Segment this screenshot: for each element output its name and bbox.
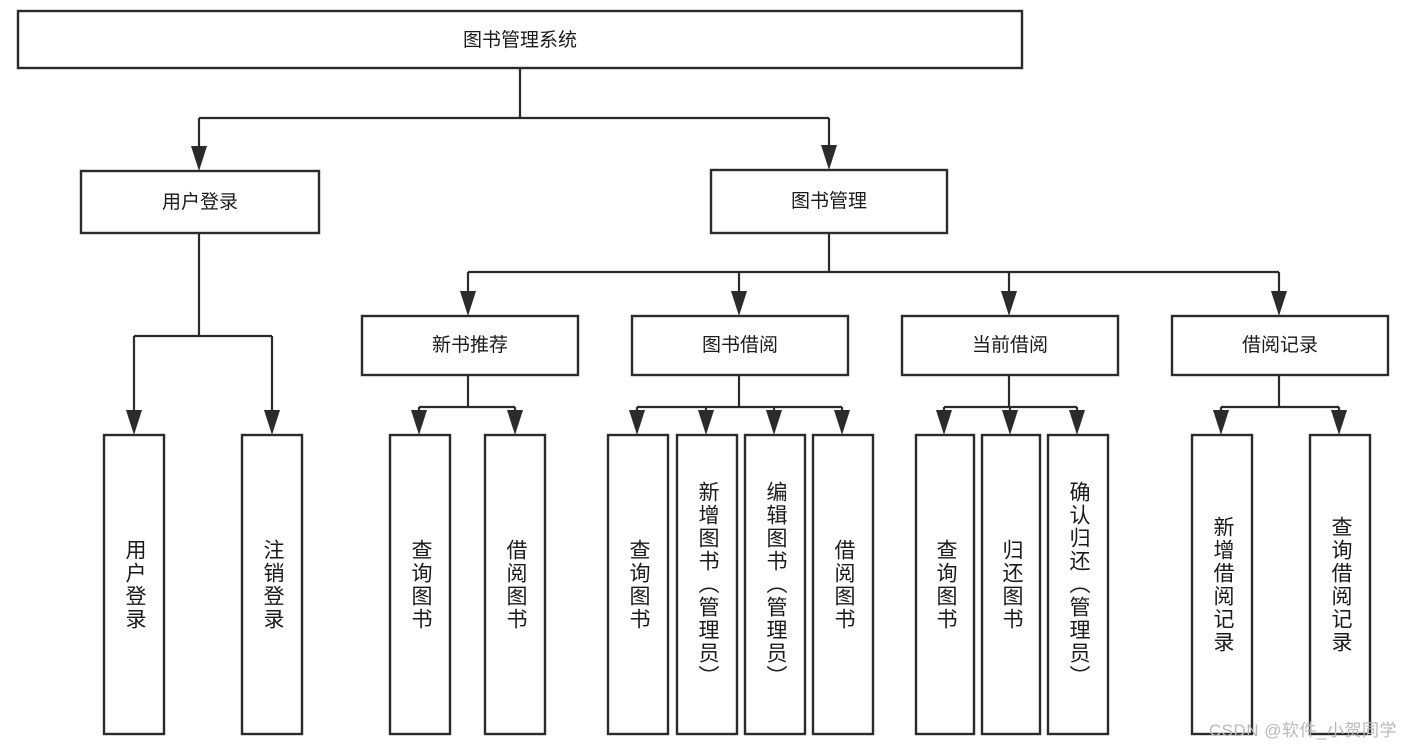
node-book-borrow-box[interactable]: [630, 314, 850, 377]
node-nbr-query-book[interactable]: [388, 433, 452, 736]
node-root-label: 图书管理系统: [463, 29, 577, 51]
node-new-book-recommend-box[interactable]: [360, 314, 580, 377]
node-br-query-record-box[interactable]: [1308, 433, 1372, 736]
node-current-borrow-box[interactable]: [900, 314, 1120, 377]
node-cb-query-book-box[interactable]: [914, 433, 976, 736]
arrow-head-bb-edit: [766, 410, 782, 435]
node-bb-borrow-book-box[interactable]: [811, 433, 875, 736]
node-user-logout-box[interactable]: [240, 433, 304, 736]
node-bb-borrow-book[interactable]: [811, 433, 875, 736]
arrow-head-bb-add: [698, 410, 714, 435]
node-cb-return-book-box[interactable]: [980, 433, 1042, 736]
arrow-head-br-add: [1213, 410, 1229, 435]
node-cb-confirm-return[interactable]: [1046, 433, 1110, 736]
node-br-query-record[interactable]: [1308, 433, 1372, 736]
arrow-head-user-login-do: [126, 410, 142, 435]
arrow-head-cb-query: [936, 410, 952, 435]
node-book-manage[interactable]: 图书管理: [709, 168, 949, 235]
node-cb-return-book[interactable]: [980, 433, 1042, 736]
node-cb-query-book[interactable]: [914, 433, 976, 736]
node-user-login[interactable]: 用户登录: [79, 169, 321, 235]
arrow-head-nbr-query: [411, 410, 427, 435]
arrow-head-book-manage: [821, 145, 837, 170]
node-book-manage-label: 图书管理: [791, 190, 867, 212]
arrow-head-nbr-borrow: [507, 410, 523, 435]
node-br-add-record-box[interactable]: [1190, 433, 1254, 736]
arrow-head-user-logout: [264, 410, 280, 435]
node-user-logout[interactable]: [240, 433, 304, 736]
node-bb-query-book-box[interactable]: [606, 433, 670, 736]
node-bb-query-book[interactable]: [606, 433, 670, 736]
node-bb-edit-book[interactable]: [743, 433, 807, 736]
node-borrow-record-box[interactable]: [1170, 314, 1390, 377]
arrow-head-book-borrow: [731, 291, 747, 316]
connector-layer: [126, 68, 1347, 435]
node-root[interactable]: 图书管理系统: [16, 9, 1024, 70]
node-root-box[interactable]: [16, 9, 1024, 70]
node-nbr-borrow-book-box[interactable]: [483, 433, 547, 736]
arrow-head-bb-query: [629, 410, 645, 435]
node-book-manage-box[interactable]: [709, 168, 949, 235]
node-current-borrow-label: 当前借阅: [972, 334, 1048, 356]
node-user-login-do-box[interactable]: [102, 433, 166, 736]
node-new-book-recommend[interactable]: 新书推荐: [360, 314, 580, 377]
arrow-head-new-book-recommend: [460, 291, 476, 316]
node-book-borrow[interactable]: 图书借阅: [630, 314, 850, 377]
node-nbr-query-book-box[interactable]: [388, 433, 452, 736]
arrow-head-bb-borrow: [834, 410, 850, 435]
node-new-book-recommend-label: 新书推荐: [432, 334, 508, 356]
node-nbr-borrow-book[interactable]: [483, 433, 547, 736]
node-bb-add-book[interactable]: [675, 433, 739, 736]
node-bb-edit-book-box[interactable]: [743, 433, 807, 736]
node-br-add-record[interactable]: [1190, 433, 1254, 736]
node-book-borrow-label: 图书借阅: [702, 334, 778, 356]
arrow-head-cb-confirm: [1069, 410, 1085, 435]
node-user-login-label: 用户登录: [162, 191, 238, 213]
arrow-head-borrow-record: [1271, 291, 1287, 316]
node-bb-add-book-box[interactable]: [675, 433, 739, 736]
node-borrow-record-label: 借阅记录: [1242, 334, 1318, 356]
node-user-login-box[interactable]: [79, 169, 321, 235]
node-cb-confirm-return-box[interactable]: [1046, 433, 1110, 736]
arrow-head-br-query: [1331, 410, 1347, 435]
arrow-head-cb-return: [1002, 410, 1018, 435]
node-user-login-do[interactable]: [102, 433, 166, 736]
arrow-head-user-login: [191, 146, 207, 171]
arrow-head-current-borrow: [1001, 291, 1017, 316]
node-borrow-record[interactable]: 借阅记录: [1170, 314, 1390, 377]
node-current-borrow[interactable]: 当前借阅: [900, 314, 1120, 377]
